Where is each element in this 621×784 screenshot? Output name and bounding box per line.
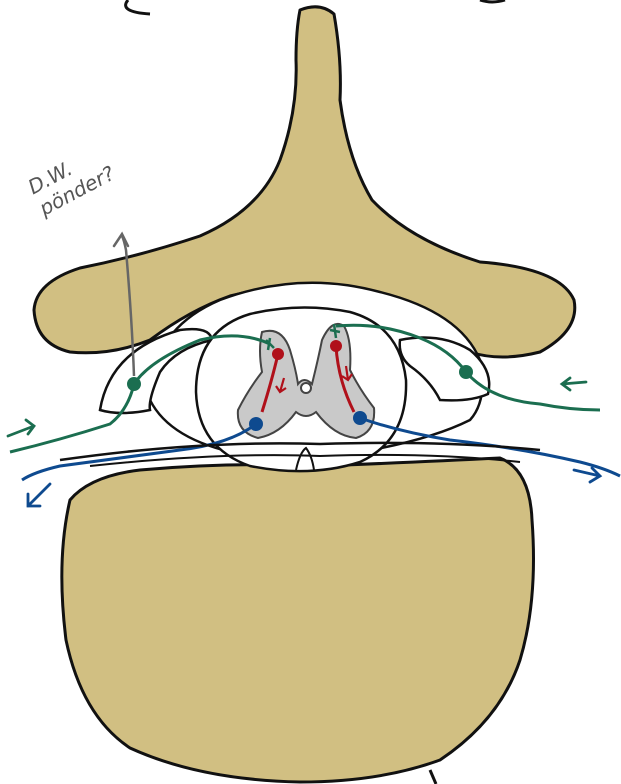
arrow-left-icon bbox=[28, 484, 50, 506]
annotation-pointer-head bbox=[114, 234, 128, 246]
sketch-stroke-bottom bbox=[430, 770, 436, 784]
arrow-right-icon bbox=[8, 420, 34, 436]
right-motor-neuron-dot bbox=[330, 340, 342, 352]
left-ventral-neuron-dot bbox=[249, 417, 263, 431]
left-dorsal-ganglion bbox=[127, 377, 141, 391]
right-dorsal-ganglion bbox=[459, 365, 473, 379]
left-motor-neuron-dot bbox=[272, 348, 284, 360]
arrow-left-icon bbox=[562, 378, 586, 390]
vertebral-body bbox=[62, 458, 534, 782]
right-ventral-neuron-dot bbox=[353, 411, 367, 425]
central-canal bbox=[301, 383, 311, 393]
arrow-right-icon bbox=[574, 468, 600, 482]
